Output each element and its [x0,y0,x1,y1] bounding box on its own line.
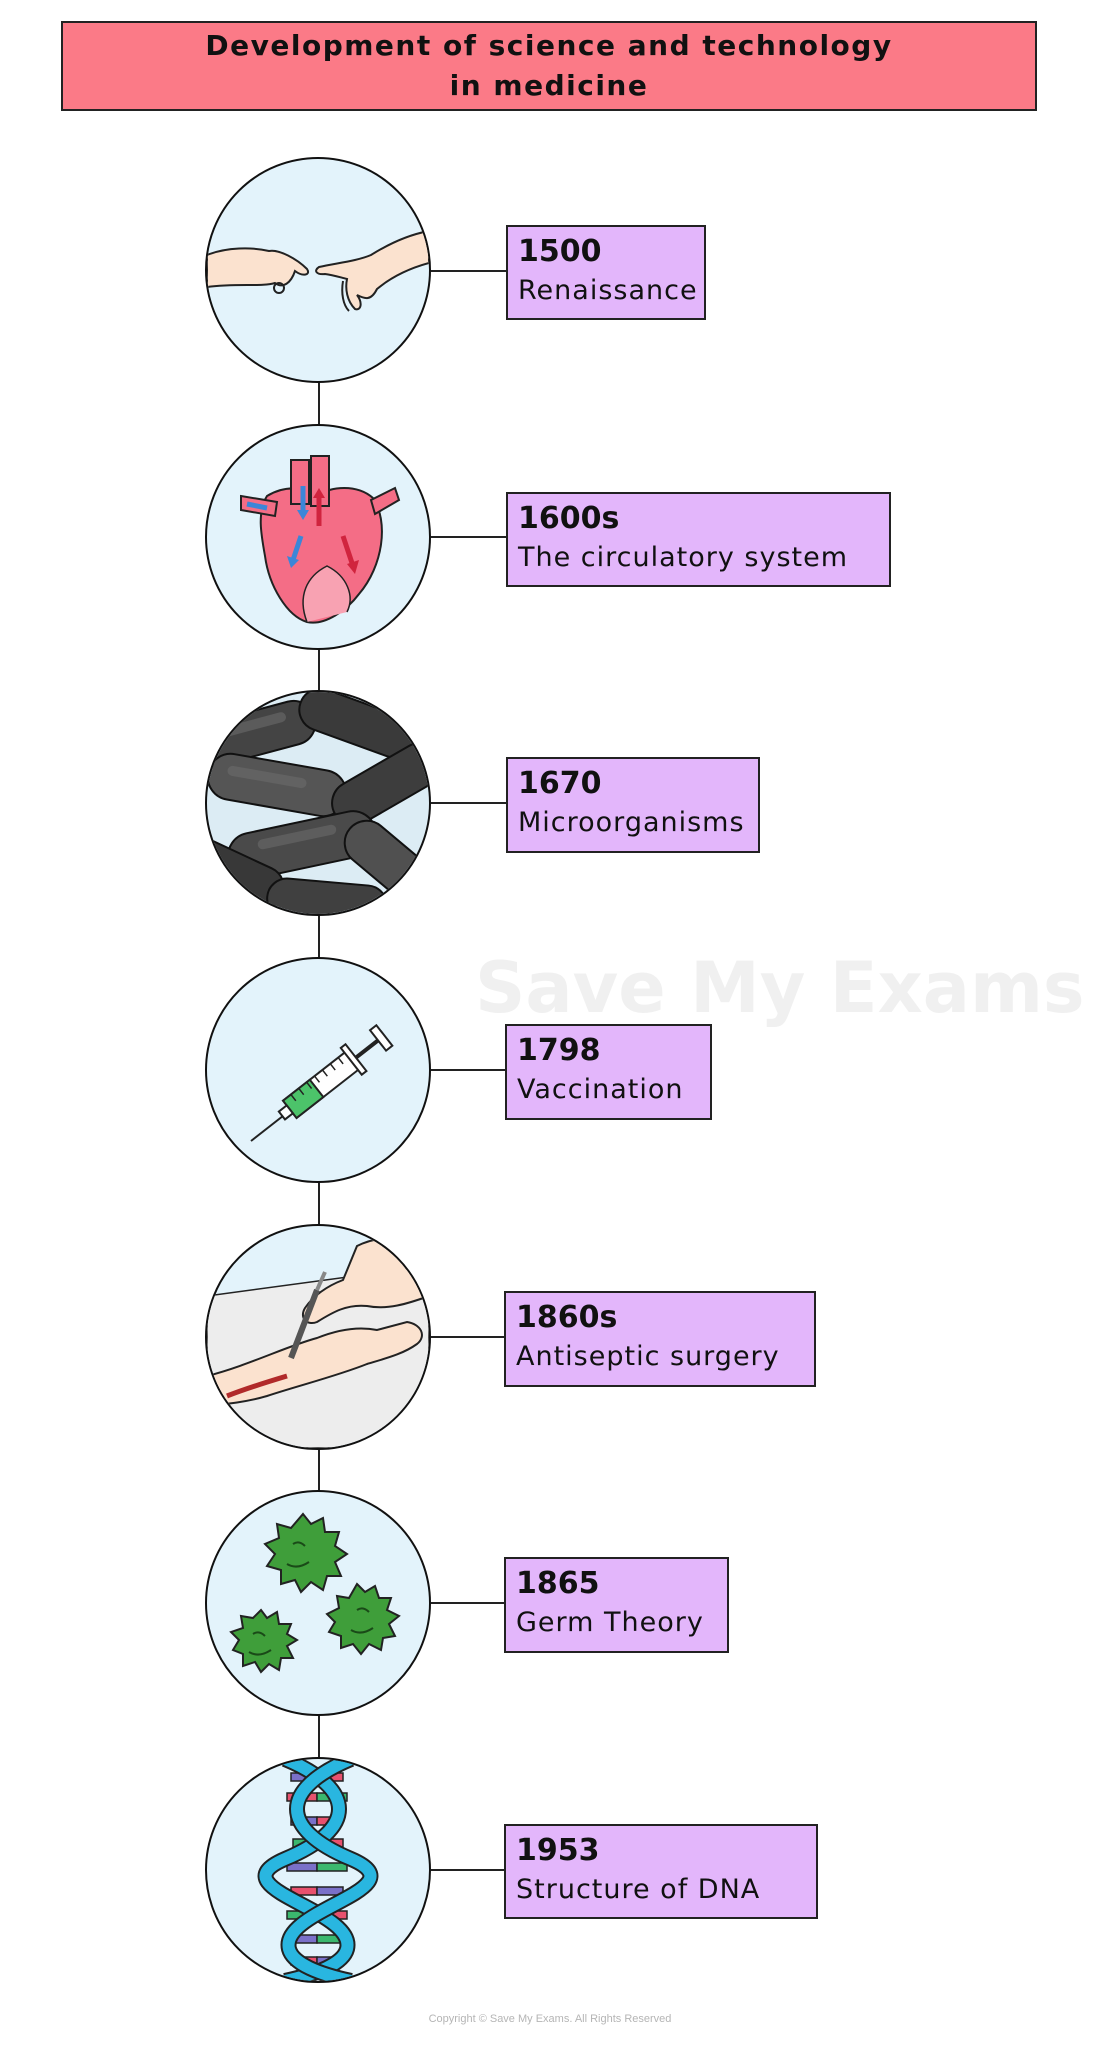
event-label-circulatory: 1600s The circulatory system [506,492,891,587]
event-text: Renaissance [518,275,698,306]
event-image-germ-theory [205,1490,431,1716]
event-image-vaccination [205,957,431,1183]
title-line-1: Development of science and technology [205,29,893,62]
event-text: Germ Theory [516,1607,704,1638]
event-year: 1953 [516,1833,600,1868]
heart-icon [240,455,401,624]
event-text: Vaccination [517,1074,684,1105]
event-year: 1670 [518,766,602,801]
connector-3 [431,802,507,804]
bacteria-icon [207,692,429,914]
event-label-renaissance: 1500 Renaissance [506,225,706,320]
event-year: 1500 [518,234,602,269]
event-label-antiseptic: 1860s Antiseptic surgery [504,1291,816,1387]
event-year: 1798 [517,1033,601,1068]
event-image-antiseptic [205,1224,431,1450]
event-image-renaissance [205,157,431,383]
event-text: Structure of DNA [516,1874,761,1905]
connector-4 [431,1069,507,1071]
event-year: 1860s [516,1300,618,1335]
title-line-2: in medicine [449,69,649,102]
event-label-dna: 1953 Structure of DNA [504,1824,818,1919]
event-text: The circulatory system [518,542,849,573]
connector-6 [431,1602,505,1604]
watermark: Save My Exams [475,947,1085,1029]
connector-7 [431,1869,505,1871]
connector-1 [431,270,507,272]
event-image-microorganisms [205,690,431,916]
connector-2 [431,536,507,538]
scalpel-surgery-icon [207,1236,429,1448]
event-label-germ-theory: 1865 Germ Theory [504,1557,729,1653]
germ-icon [229,1512,401,1674]
event-image-dna [205,1757,431,1983]
page-title: Development of science and technology in… [61,21,1037,111]
event-year: 1600s [518,501,620,536]
event-label-microorganisms: 1670 Microorganisms [506,757,760,853]
connector-5 [431,1336,505,1338]
event-year: 1865 [516,1566,600,1601]
event-label-vaccination: 1798 Vaccination [505,1024,712,1120]
reaching-hands-icon [207,229,429,312]
event-text: Antiseptic surgery [516,1341,780,1372]
copyright-notice: Copyright © Save My Exams. All Rights Re… [428,2013,672,2025]
syringe-icon [250,1023,394,1142]
event-text: Microorganisms [518,807,745,838]
event-image-circulatory [205,424,431,650]
dna-helix-icon [257,1759,379,1981]
